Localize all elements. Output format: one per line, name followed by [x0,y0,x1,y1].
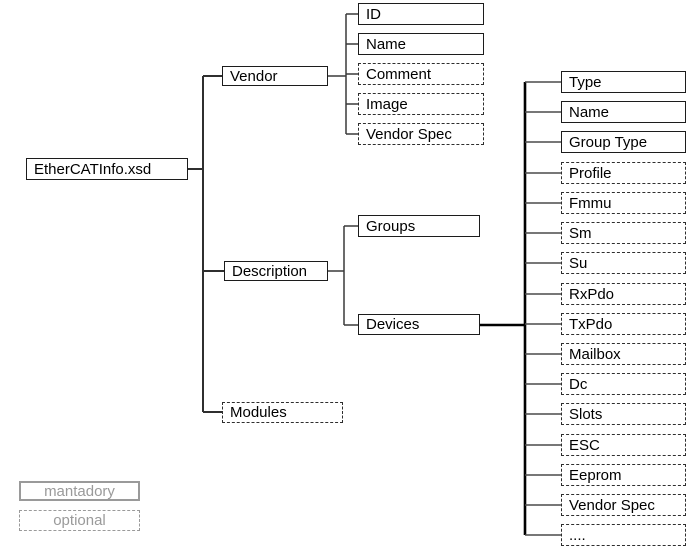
node-label: Name [569,103,610,121]
node-label: Fmmu [569,194,612,212]
node-vendor-name: Name [358,33,484,55]
node-label: Dc [569,375,588,393]
node-vendor-vendor-spec: Vendor Spec [358,123,484,145]
node-label: Vendor Spec [366,125,452,143]
node-label: EtherCATInfo.xsd [34,160,152,178]
node-device-eeprom: Eeprom [561,464,686,486]
node-device-group-type: Group Type [561,131,686,153]
node-label: Groups [366,217,416,235]
node-device-rxpdo: RxPdo [561,283,686,305]
node-ethercatinfo-xsd: EtherCATInfo.xsd [26,158,188,180]
node-device-slots: Slots [561,403,686,425]
node-label: Modules [230,404,287,421]
node-label: RxPdo [569,285,615,303]
node-label: Type [569,73,602,91]
node-label: Eeprom [569,466,622,484]
node-device-dc: Dc [561,373,686,395]
legend-mandatory-label: mantadory [44,482,115,500]
node-device-fmmu: Fmmu [561,192,686,214]
node-device-txpdo: TxPdo [561,313,686,335]
node-label: Profile [569,164,612,182]
node-vendor: Vendor [222,66,328,86]
node-label: Image [366,95,408,113]
node-label: Vendor Spec [569,496,655,514]
node-label: Name [366,35,407,53]
node-label: TxPdo [569,315,613,333]
node-label: Devices [366,316,420,333]
node-device-name: Name [561,101,686,123]
node-vendor-image: Image [358,93,484,115]
legend-mandatory: mantadory [19,481,140,501]
node-label: Vendor [230,67,278,85]
node-vendor-id: ID [358,3,484,25]
node-device-profile: Profile [561,162,686,184]
node-label: Slots [569,405,603,423]
node-label: Su [569,254,588,272]
node-device-esc: ESC [561,434,686,456]
node-label: Mailbox [569,345,621,363]
legend-optional: optional [19,510,140,531]
node-modules: Modules [222,402,343,423]
node-label: .... [569,526,586,544]
node-device-su: Su [561,252,686,274]
node-groups: Groups [358,215,480,237]
node-vendor-comment: Comment [358,63,484,85]
node-devices: Devices [358,314,480,335]
node-description: Description [224,261,328,281]
node-device-mailbox: Mailbox [561,343,686,365]
node-label: Sm [569,224,592,242]
node-label: ID [366,5,381,23]
node-label: Group Type [569,133,648,151]
node-label: ESC [569,436,600,454]
node-label: Comment [366,65,432,83]
node-device-type: Type [561,71,686,93]
node-device-sm: Sm [561,222,686,244]
node-label: Description [232,262,308,280]
node-device-ellipsis: .... [561,524,686,546]
legend-optional-label: optional [53,512,106,529]
node-device-vendor-spec: Vendor Spec [561,494,686,516]
